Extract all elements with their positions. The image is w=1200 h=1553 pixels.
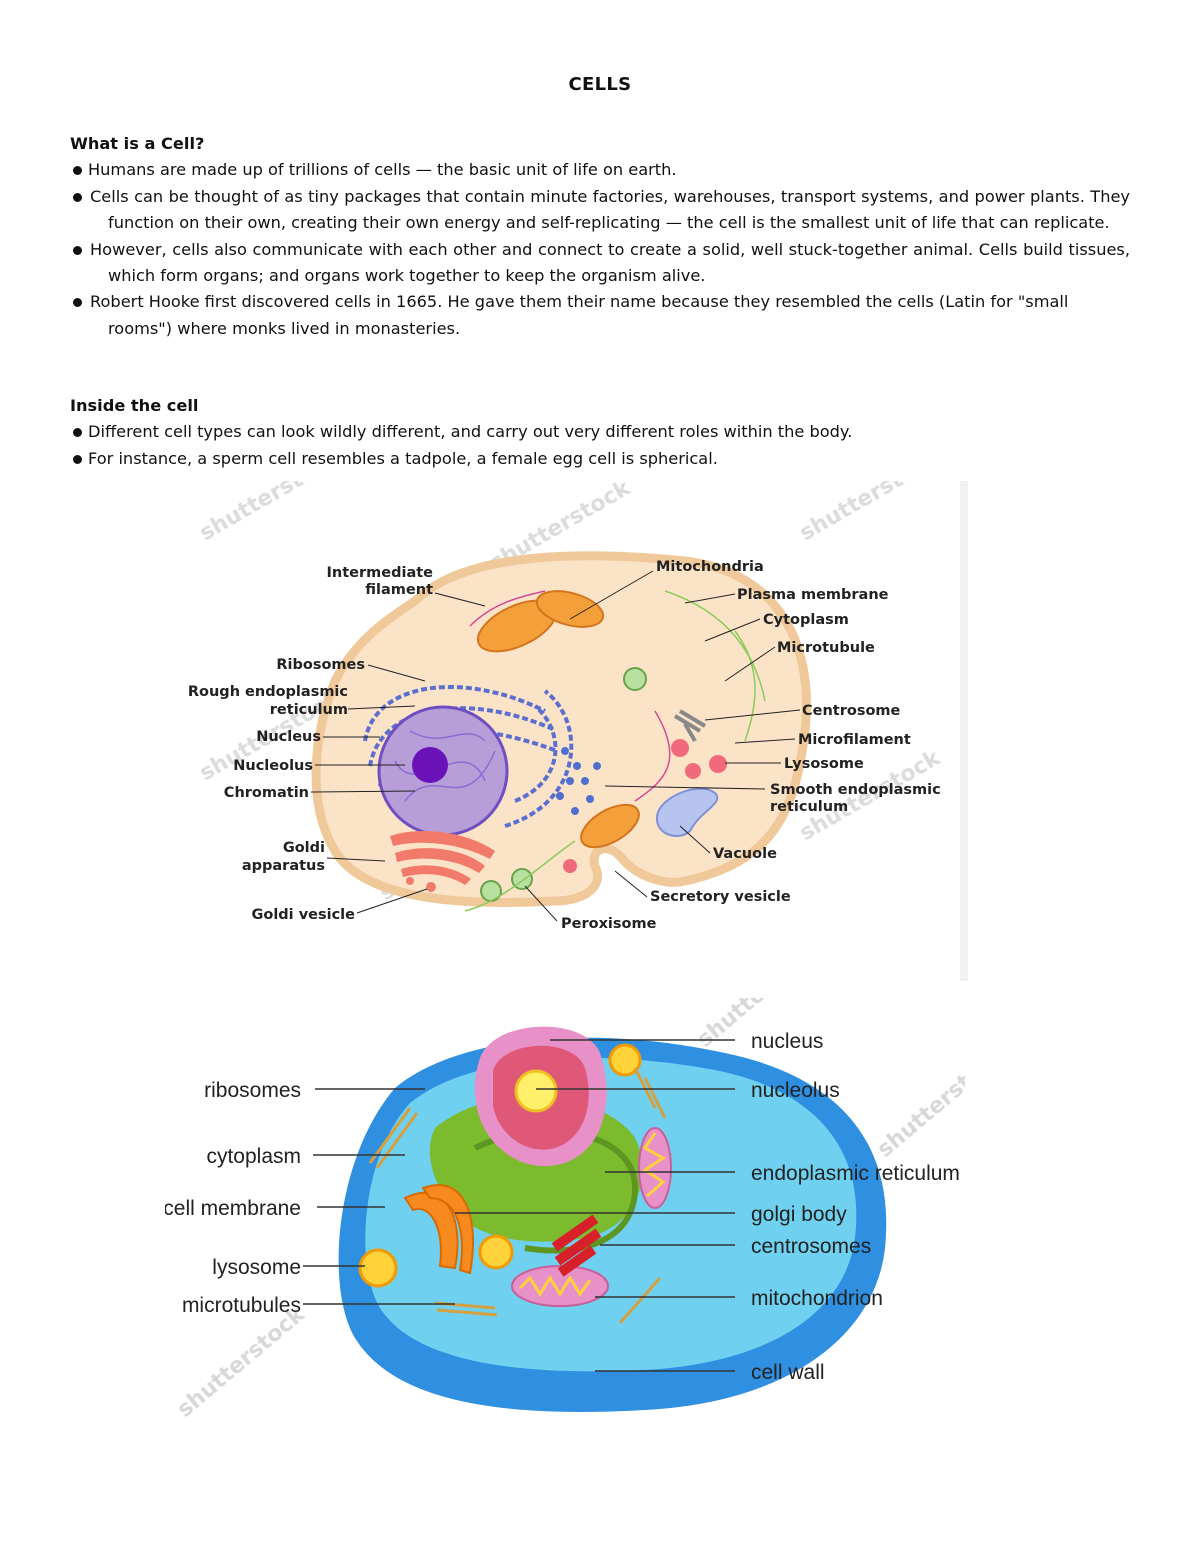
label-goldi-apparatus-2: apparatus [242, 858, 325, 874]
label-nucleolus: nucleolus [751, 1079, 840, 1102]
section-inside-the-cell: Inside the cell Different cell types can… [70, 393, 1130, 472]
animal-cell-diagram-2-svg: shutterstock shutterstock shutterstock [165, 998, 965, 1428]
label-smooth-er: Smooth endoplasmic [770, 782, 941, 798]
list-item: However, cells also communicate with eac… [73, 239, 1130, 286]
animal-cell-diagram-2: shutterstock shutterstock shutterstock [165, 998, 965, 1428]
label-nucleus: Nucleus [256, 729, 321, 745]
label-microtubules: microtubules [182, 1294, 301, 1317]
label-ribosomes: Ribosomes [276, 657, 365, 673]
label-intermediate-filament: Intermediate [327, 565, 434, 581]
leader-lines [310, 570, 801, 922]
animal-cell-diagram-1: shutterstock shutterstock shutterstock s… [165, 481, 968, 981]
nucleolus [412, 747, 448, 783]
label-endoplasmic-reticulum: endoplasmic reticulum [751, 1162, 960, 1185]
label-centrosomes: centrosomes [751, 1235, 871, 1258]
golgi-apparatus [390, 831, 495, 892]
label-vacuole: Vacuole [713, 846, 777, 862]
filaments [464, 590, 766, 912]
section-what-is-a-cell: What is a Cell? Humans are made up of tr… [70, 131, 1130, 342]
nucleolus [514, 1069, 558, 1113]
golgi-body [403, 1184, 474, 1275]
mitochondrion [511, 1127, 672, 1307]
label-nucleolus: Nucleolus [233, 758, 313, 774]
label-cytoplasm: cytoplasm [206, 1145, 301, 1168]
label-mitochondrion: mitochondrion [751, 1287, 883, 1310]
smooth-er [556, 747, 601, 815]
label-lysosome: Lysosome [784, 756, 864, 772]
label-goldi-vesicle: Goldi vesicle [251, 907, 355, 923]
section-heading: What is a Cell? [70, 134, 205, 153]
list-item: For instance, a sperm cell resembles a t… [73, 448, 718, 468]
list-item: Cells can be thought of as tiny packages… [73, 186, 1130, 233]
label-ribosomes: ribosomes [204, 1079, 301, 1102]
label-cell-wall: cell wall [751, 1361, 825, 1384]
animal-cell-diagram-1-svg: shutterstock shutterstock shutterstock s… [165, 481, 968, 981]
label-mitochondria: Mitochondria [656, 559, 764, 575]
list-item: Humans are made up of trillions of cells… [73, 160, 677, 180]
centrosomes [551, 1214, 602, 1277]
lysosome [358, 1043, 642, 1288]
microtubules [368, 1067, 667, 1324]
list-item: Different cell types can look wildly dif… [73, 422, 853, 442]
label-intermediate-filament-2: filament [365, 582, 433, 598]
label-nucleus: nucleus [751, 1030, 823, 1053]
label-lysosome: lysosome [212, 1256, 301, 1279]
label-microtubule: Microtubule [777, 640, 875, 656]
mitochondria [477, 590, 640, 849]
label-smooth-er-2: reticulum [770, 799, 848, 815]
label-cell-membrane: cell membrane [165, 1197, 301, 1220]
centrosome [673, 709, 707, 743]
label-rough-er-2: reticulum [270, 702, 348, 718]
peroxisomes [480, 667, 647, 902]
label-rough-er: Rough endoplasmic [188, 684, 348, 700]
label-golgi-body: golgi body [751, 1203, 847, 1226]
page-title: CELLS [568, 74, 632, 95]
label-microfilament: Microfilament [798, 732, 911, 748]
label-secretory-vesicle: Secretory vesicle [650, 889, 791, 905]
label-goldi-apparatus: Goldi [283, 840, 325, 856]
label-chromatin: Chromatin [224, 785, 309, 801]
lysosomes [563, 739, 727, 873]
label-cytoplasm: Cytoplasm [763, 612, 849, 628]
vacuole [655, 787, 719, 837]
label-peroxisome: Peroxisome [561, 916, 657, 932]
list-item: Robert Hooke first discovered cells in 1… [73, 292, 1069, 338]
bullet-list: Different cell types can look wildly dif… [70, 419, 1130, 472]
leader-lines [303, 1039, 735, 1372]
bullet-list: Humans are made up of trillions of cells… [70, 157, 1130, 342]
label-centrosome: Centrosome [802, 703, 901, 719]
section-heading: Inside the cell [70, 396, 199, 415]
label-plasma-membrane: Plasma membrane [737, 587, 889, 603]
